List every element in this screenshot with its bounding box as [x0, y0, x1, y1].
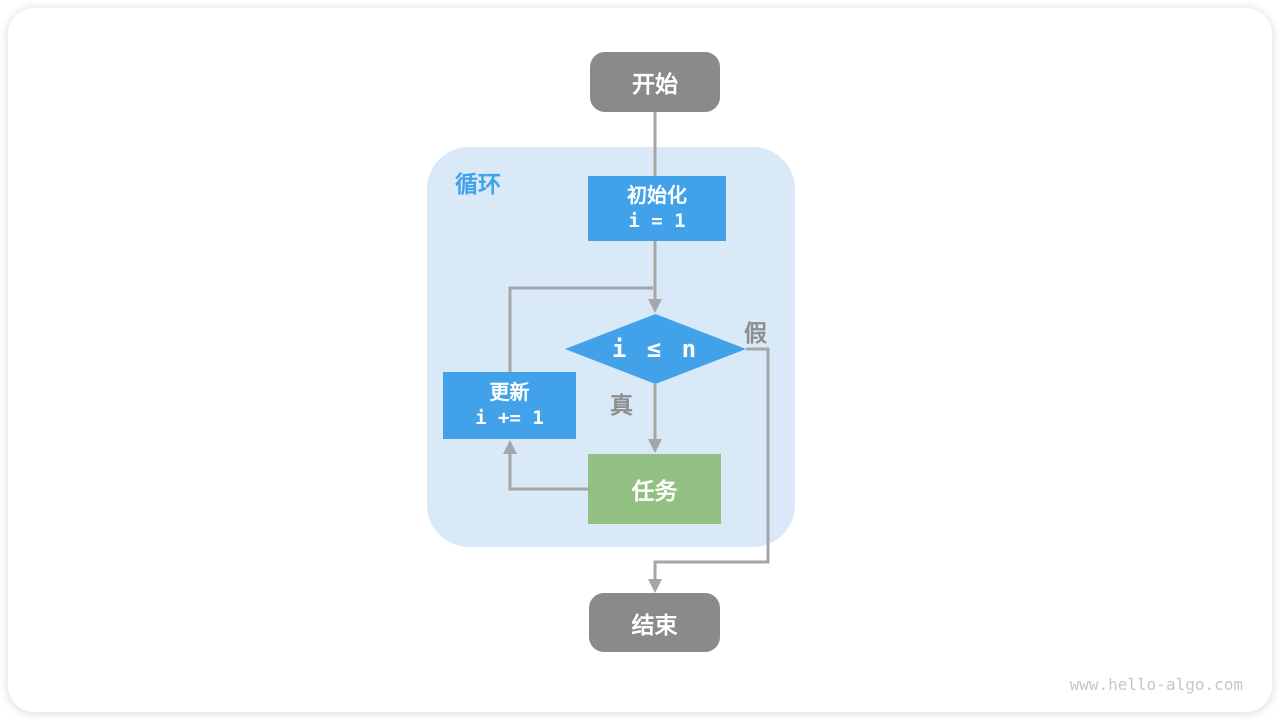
loop-region-label: 循环	[455, 171, 501, 197]
node-condition-label: i ≤ n	[611, 335, 700, 363]
edge-task-to-update	[503, 440, 588, 491]
node-update-title: 更新	[489, 382, 530, 405]
node-init: 初始化 i = 1	[588, 176, 726, 241]
edge-label-true: 真	[610, 392, 633, 418]
node-update: 更新 i += 1	[443, 372, 576, 439]
node-init-title: 初始化	[627, 185, 687, 208]
node-update-code: i += 1	[475, 407, 544, 430]
node-init-code: i = 1	[628, 210, 686, 233]
edge-label-false: 假	[744, 320, 767, 346]
edge-condition-false-to-end	[648, 347, 770, 593]
watermark-url: www.hello-algo.com	[1069, 675, 1243, 694]
node-end: 结束	[589, 593, 720, 652]
node-end-label: 结束	[631, 611, 678, 638]
node-start-label: 开始	[632, 71, 678, 97]
node-task-label: 任务	[631, 478, 678, 504]
node-task: 任务	[588, 454, 721, 524]
node-start: 开始	[590, 52, 720, 112]
edge-update-to-condition	[508, 286, 653, 372]
